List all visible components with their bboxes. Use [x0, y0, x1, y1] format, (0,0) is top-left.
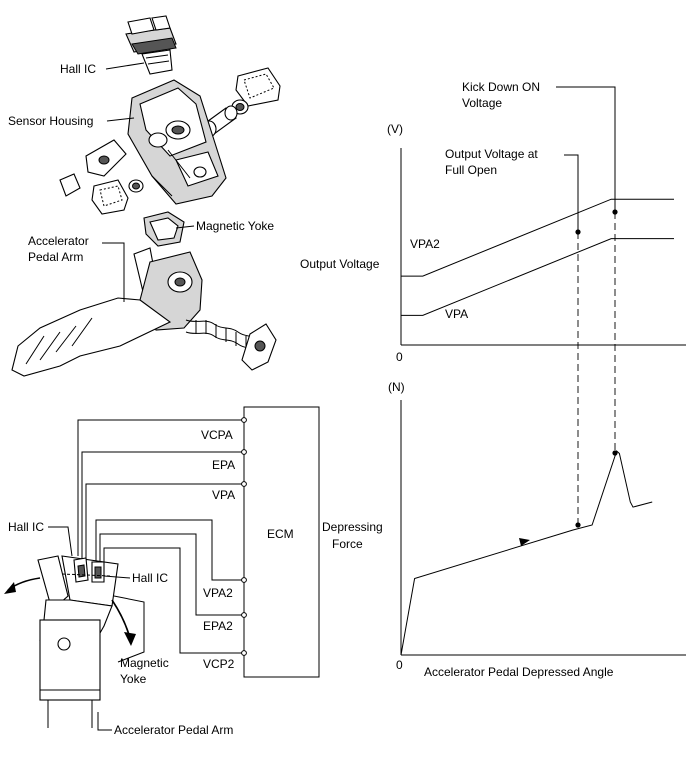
circuit-accel-pedal-arm-leader	[97, 712, 112, 731]
force-xlabel: Accelerator Pedal Depressed Angle	[424, 665, 614, 679]
kickdown-leader	[556, 86, 616, 212]
gasket-left	[91, 179, 129, 215]
accel-pedal-arm-label-2: Pedal Arm	[28, 250, 83, 264]
sensor-housing-part	[127, 79, 227, 205]
small-ring-left	[128, 179, 144, 193]
force-direction-arrow	[519, 538, 530, 546]
gasket-top-right	[235, 67, 281, 107]
circuit-hall-ic-right-label: Hall IC	[132, 571, 168, 585]
voltage-origin-label: 0	[396, 350, 403, 364]
left-bracket-part	[85, 139, 127, 177]
full-open-leader	[564, 154, 579, 232]
hall-ic-label: Hall IC	[60, 62, 96, 76]
series-label-vpa: VPA	[445, 307, 468, 321]
wire-epa	[81, 451, 244, 562]
wire-vpa2	[95, 519, 244, 581]
terminal-label-epa2: EPA2	[203, 619, 233, 633]
circuit-hall-ic-right-leader	[103, 575, 131, 579]
force-curve	[400, 450, 653, 656]
magnetic-yoke-label: Magnetic Yoke	[196, 219, 274, 233]
terminal-dots	[241, 417, 247, 656]
kickdown-annotation-2: Voltage	[462, 96, 502, 110]
wire-vpa	[85, 483, 244, 566]
circuit-magnetic-yoke-leader	[113, 595, 145, 663]
ecm-label: ECM	[267, 527, 294, 541]
force-kickdown-marker	[612, 450, 618, 456]
full-open-annotation-2: Full Open	[445, 163, 497, 177]
terminal-label-vpa2: VPA2	[203, 586, 233, 600]
voltage-ylabel: Output Voltage	[300, 257, 380, 271]
force-ylabel-2: Force	[332, 537, 363, 551]
series-label-vpa2: VPA2	[410, 237, 440, 251]
circuit-magnetic-yoke-label-2: Yoke	[120, 672, 147, 686]
accel-pedal-arm-leader	[102, 242, 125, 302]
circuit-magnetic-yoke-label-1: Magnetic	[120, 656, 169, 670]
series-line-vpa2	[401, 198, 674, 277]
sensor-housing-label: Sensor Housing	[8, 114, 93, 128]
exploded-view: Hall IC Sensor Housing Magnetic Yoke Acc…	[8, 15, 281, 377]
force-ylabel-1: Depressing	[322, 520, 383, 534]
hall-ic-part	[125, 15, 177, 75]
magnetic-yoke-part	[143, 211, 185, 247]
circuit-accel-pedal-arm-label: Accelerator Pedal Arm	[114, 723, 233, 737]
wire-vcp2	[103, 547, 244, 654]
force-full-open-marker	[575, 522, 581, 528]
force-unit-label: (N)	[388, 380, 405, 394]
circuit-hall-ic-left-leader	[48, 526, 73, 557]
sensor-housing-leader	[106, 117, 135, 122]
voltage-chart: (V) Output Voltage 0 VPA2 VPA Output Vol…	[300, 80, 686, 364]
kickdown-annotation-1: Kick Down ON	[462, 80, 540, 94]
force-origin-label: 0	[396, 658, 403, 672]
terminal-label-vcpa: VCPA	[201, 428, 233, 442]
force-chart: (N) Depressing Force 0 Accelerator Pedal…	[322, 380, 686, 679]
terminal-label-vcp2: VCP2	[203, 657, 235, 671]
full-open-annotation-1: Output Voltage at	[445, 147, 538, 161]
wire-epa2	[99, 533, 244, 616]
accel-pedal-arm-label-1: Accelerator	[28, 234, 89, 248]
small-clip-part	[59, 173, 81, 197]
terminal-label-epa: EPA	[212, 458, 235, 472]
pedal-arm-sensor-drawing	[4, 555, 136, 728]
magnetic-yoke-leader	[175, 225, 195, 229]
series-line-vpa	[401, 238, 674, 316]
accelerator-pedal-arm-part	[11, 247, 277, 377]
terminal-label-vpa: VPA	[212, 488, 235, 502]
voltage-unit-label: (V)	[387, 122, 403, 136]
ecm-box	[243, 406, 320, 678]
circuit-hall-ic-left-label: Hall IC	[8, 520, 44, 534]
circuit-diagram: ECM VCPA EPA VPA VPA2 EPA2 VCP2	[4, 406, 320, 737]
wire-vcpa	[77, 419, 244, 556]
hall-ic-leader	[105, 62, 145, 70]
